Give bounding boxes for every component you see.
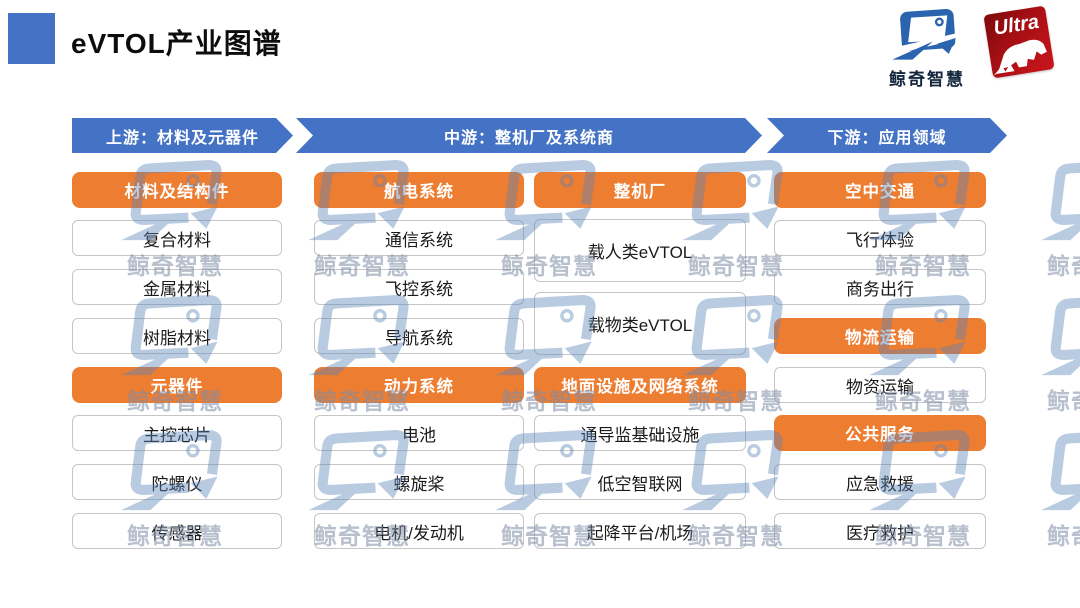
group-header-avionics-system: 航电系统 (314, 172, 524, 208)
group-header-components: 元器件 (72, 367, 282, 403)
group-header-power-system: 动力系统 (314, 367, 524, 403)
item-medical-rescue: 医疗救护 (774, 513, 986, 549)
item-propeller: 螺旋桨 (314, 464, 524, 500)
item-cargo-evtol: 载物类eVTOL (534, 292, 746, 355)
group-header-public-service: 公共服务 (774, 415, 986, 451)
item-business-travel: 商务出行 (774, 269, 986, 305)
whale-logo-icon (890, 9, 964, 60)
item-passenger-evtol: 载人类eVTOL (534, 219, 746, 282)
group-header-ground-facilities-network: 地面设施及网络系统 (534, 367, 746, 403)
item-emergency-rescue: 应急救援 (774, 464, 986, 500)
item-motor-engine: 电机/发动机 (314, 513, 524, 549)
whale-logo-text: 鲸奇智慧 (889, 70, 965, 89)
watermark-text: 鲸奇智慧 (1047, 253, 1080, 279)
item-main-control-chip: 主控芯片 (72, 415, 282, 451)
item-composite-materials: 复合材料 (72, 220, 282, 256)
watermark-tile: 鲸奇智慧 (1020, 157, 1080, 281)
whale-brand-logo: 鲸奇智慧 (884, 6, 970, 90)
group-header-air-traffic: 空中交通 (774, 172, 986, 208)
item-metal-materials: 金属材料 (72, 269, 282, 305)
title-accent-square (8, 13, 55, 64)
watermark-tile: 鲸奇智慧 (1020, 427, 1080, 551)
watermark-logo-icon (1041, 432, 1080, 511)
item-communication-system: 通信系统 (314, 220, 524, 256)
banner-upstream: 上游：材料及元器件 (72, 118, 293, 153)
item-low-altitude-network: 低空智联网 (534, 464, 746, 500)
watermark-text: 鲸奇智慧 (1047, 388, 1080, 414)
page-title: eVTOL产业图谱 (71, 28, 282, 59)
watermark-tile: 鲸奇智慧 (1020, 292, 1080, 416)
group-header-oem: 整机厂 (534, 172, 746, 208)
item-flight-experience: 飞行体验 (774, 220, 986, 256)
group-header-materials-structures: 材料及结构件 (72, 172, 282, 208)
item-material-transport: 物资运输 (774, 367, 986, 403)
item-takeoff-landing-platform: 起降平台/机场 (534, 513, 746, 549)
item-resin-materials: 树脂材料 (72, 318, 282, 354)
item-gyroscope: 陀螺仪 (72, 464, 282, 500)
banner-midstream: 中游：整机厂及系统商 (296, 118, 762, 153)
item-sensor: 传感器 (72, 513, 282, 549)
rhino-icon (993, 39, 1047, 76)
watermark-logo-icon (1041, 162, 1080, 241)
item-battery: 电池 (314, 415, 524, 451)
item-navigation-system: 导航系统 (314, 318, 524, 354)
group-header-logistics-transport: 物流运输 (774, 318, 986, 354)
item-cns-infrastructure: 通导监基础设施 (534, 415, 746, 451)
watermark-logo-icon (1041, 297, 1080, 376)
item-flight-control-system: 飞控系统 (314, 269, 524, 305)
watermark-text: 鲸奇智慧 (1047, 523, 1080, 549)
banner-downstream: 下游：应用领域 (767, 118, 1007, 153)
ultra-brand-logo: Ultra (983, 5, 1055, 79)
